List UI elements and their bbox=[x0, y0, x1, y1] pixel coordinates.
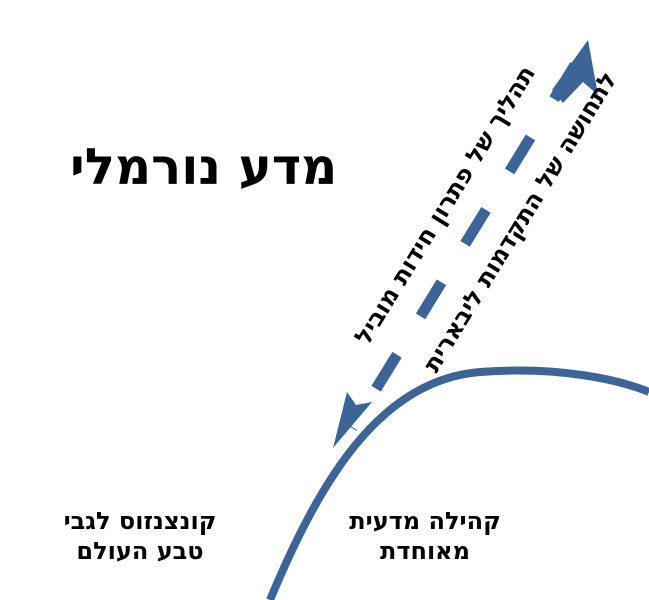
label-consensus-line1: קונצנזוס לגבי bbox=[63, 507, 217, 535]
label-community-line1: קהילה מדעית bbox=[349, 507, 501, 535]
label-consensus: קונצנזוס לגבי טבע העולם bbox=[40, 506, 240, 566]
arrow-head-up-icon bbox=[552, 40, 598, 103]
progress-dashed-arrow bbox=[347, 62, 580, 431]
label-consensus-line2: טבע העולם bbox=[76, 537, 204, 565]
paradigm-curve bbox=[266, 366, 649, 600]
diagram-title: מדע נורמלי bbox=[70, 138, 338, 196]
arrow-head-down-icon bbox=[333, 392, 372, 448]
label-community-line2: מאוחדת bbox=[379, 537, 471, 565]
label-community: קהילה מדעית מאוחדת bbox=[330, 506, 520, 566]
